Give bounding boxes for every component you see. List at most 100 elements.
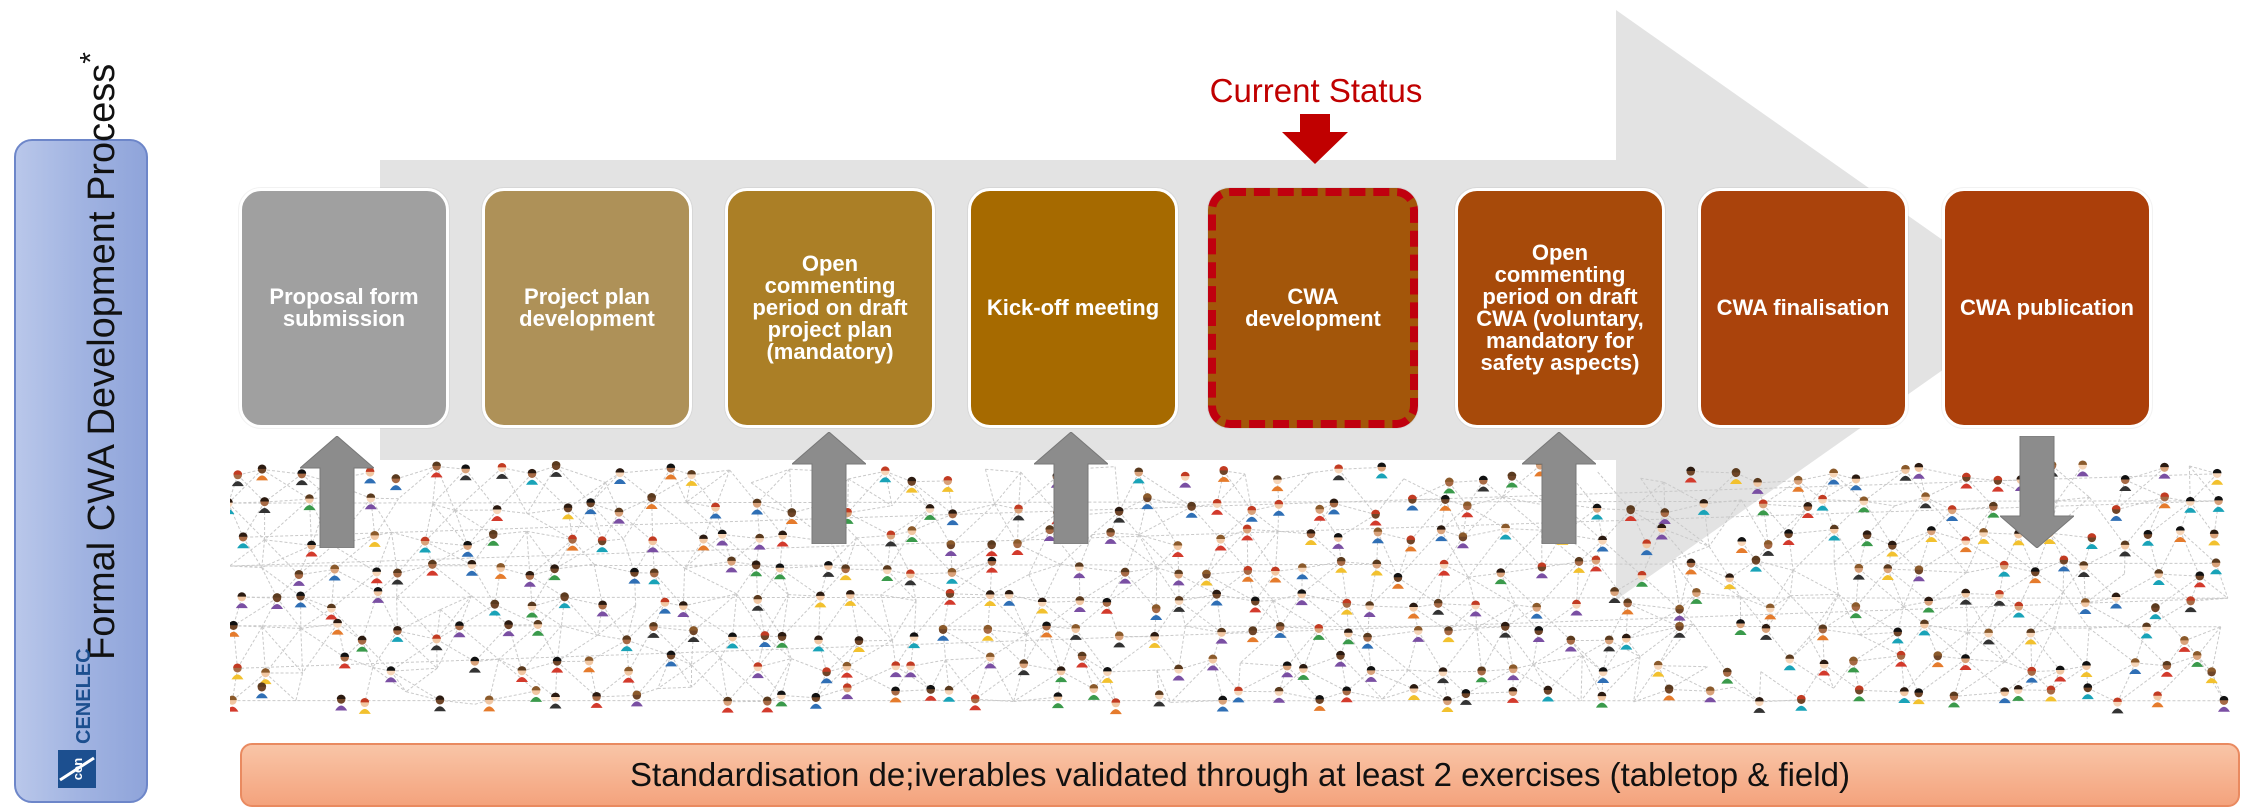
person-icon [1922, 596, 1935, 613]
person-icon [1361, 632, 1374, 649]
person-icon [753, 533, 766, 550]
person-icon [1342, 628, 1355, 645]
person-icon [1507, 664, 1520, 681]
person-icon [2205, 667, 2218, 684]
person-icon [391, 568, 404, 585]
person-icon [1704, 686, 1717, 703]
person-icon [1895, 650, 1908, 667]
person-icon [1113, 506, 1126, 523]
person-icon [1340, 598, 1353, 615]
person-icon [1443, 477, 1456, 494]
person-icon [255, 682, 268, 699]
person-icon [2079, 598, 2092, 615]
person-icon [776, 631, 789, 648]
person-icon [1697, 498, 1710, 515]
person-icon [945, 567, 958, 584]
person-icon [295, 469, 308, 486]
person-icon [1363, 601, 1376, 618]
person-icon [1406, 494, 1419, 511]
person-icon [1652, 660, 1665, 677]
person-icon [1597, 667, 1610, 683]
person-icon [904, 661, 917, 678]
person-icon [1998, 560, 2011, 577]
person-icon [230, 695, 239, 712]
person-icon [1530, 602, 1543, 619]
person-icon [526, 468, 539, 485]
person-icon [1931, 651, 1944, 668]
person-icon [364, 467, 377, 484]
person-icon [1640, 539, 1653, 556]
person-icon [1296, 563, 1309, 580]
person-icon [1591, 503, 1604, 520]
person-icon [1721, 667, 1734, 684]
person-icon [612, 507, 625, 524]
person-icon [1087, 683, 1100, 700]
person-icon [751, 498, 764, 515]
person-icon [461, 540, 474, 557]
person-icon [2110, 504, 2123, 521]
side-panel [14, 139, 148, 803]
person-icon [1436, 667, 1449, 684]
person-icon [924, 684, 937, 701]
person-icon [613, 468, 626, 484]
person-icon [785, 508, 798, 525]
person-icon [2151, 691, 2164, 708]
person-icon [2029, 567, 2042, 584]
person-icon [1494, 568, 1507, 585]
person-icon [292, 569, 305, 586]
person-icon [1959, 588, 1972, 605]
person-icon [1216, 695, 1229, 712]
person-icon [1271, 475, 1284, 492]
person-icon [2211, 468, 2224, 485]
person-icon [230, 620, 240, 637]
person-icon [943, 685, 956, 702]
person-icon [1730, 468, 1743, 484]
person-icon [303, 494, 316, 511]
person-icon [258, 497, 271, 514]
person-icon [430, 634, 443, 651]
person-icon [1073, 596, 1086, 613]
stakeholder-input-arrow-up-icon [300, 436, 374, 548]
person-icon [1816, 624, 1829, 641]
person-icon [2210, 558, 2223, 575]
person-icon [487, 529, 500, 546]
person-icon [944, 588, 957, 605]
person-icon [1113, 631, 1126, 648]
person-icon [1621, 598, 1634, 615]
person-icon [2129, 658, 2142, 674]
person-icon [459, 464, 472, 481]
person-icon [852, 636, 865, 652]
person-icon [1847, 656, 1860, 673]
person-icon [523, 570, 536, 587]
person-icon [2140, 622, 2153, 639]
person-icon [2149, 603, 2162, 620]
person-icon [1828, 524, 1841, 541]
person-icon [1040, 621, 1053, 638]
person-icon [1749, 555, 1762, 572]
person-icon [2184, 496, 2197, 513]
person-icon [1946, 505, 1959, 522]
person-icon [1232, 686, 1245, 703]
person-icon [1172, 664, 1185, 681]
person-icon [2119, 540, 2132, 557]
person-icon [1335, 556, 1348, 573]
person-icon [1365, 665, 1378, 682]
person-icon [1104, 527, 1117, 544]
person-icon [2111, 697, 2124, 714]
person-icon [531, 619, 544, 636]
person-icon [1535, 562, 1548, 579]
cenelec-logo-text: CENELEC [73, 648, 95, 744]
person-icon [841, 683, 854, 700]
person-icon [1297, 663, 1310, 680]
person-icon [2080, 661, 2093, 677]
person-icon [294, 591, 307, 608]
person-icon [1960, 472, 1973, 489]
person-icon [1541, 685, 1554, 702]
cen-logo-text: cen [70, 758, 85, 780]
person-icon [2141, 529, 2154, 546]
person-icon [566, 534, 579, 551]
person-icon [1245, 505, 1258, 522]
person-icon [1036, 597, 1049, 614]
person-icon [1759, 623, 1772, 640]
person-icon [716, 529, 729, 546]
